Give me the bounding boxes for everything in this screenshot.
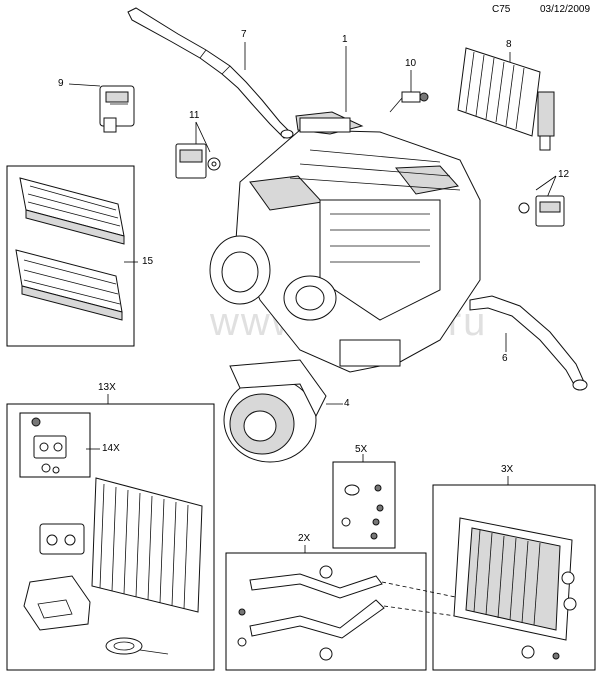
cabin-filter-part (15, 177, 125, 321)
callout-11: 11 (189, 110, 200, 121)
leader-lines (68, 42, 557, 553)
hardware-kit-part (341, 484, 384, 540)
callout-4: 4 (344, 398, 350, 409)
blower-fan-part (223, 359, 327, 463)
diagram-date: 03/12/2009 (540, 4, 591, 15)
callout-9: 9 (58, 78, 64, 89)
temperature-sensor-part (389, 91, 429, 113)
callout-6: 6 (502, 353, 508, 364)
diagram-code: C75 (492, 4, 511, 15)
filter-group-box (6, 165, 135, 347)
expansion-valve-group-box (19, 412, 91, 478)
actuator-part (175, 143, 221, 179)
heater-core-group-box (432, 484, 596, 671)
sensor-part (99, 85, 135, 133)
callout-2x: 2X (298, 533, 311, 544)
heater-core-part (453, 517, 577, 660)
callout-3x: 3X (501, 464, 514, 475)
evaporator-part (23, 477, 203, 655)
heater-element-part (457, 47, 555, 151)
small-actuator-part (518, 195, 565, 227)
callout-1: 1 (342, 34, 348, 45)
callout-12: 12 (558, 169, 570, 180)
callout-15: 15 (142, 256, 154, 267)
evaporator-group-box (6, 403, 215, 671)
callout-10: 10 (405, 58, 417, 69)
drain-hose-part (127, 7, 294, 139)
condensate-pipe-part (469, 295, 588, 391)
callout-7: 7 (241, 29, 247, 40)
expansion-valve-part (31, 417, 67, 474)
hardware-group-box (332, 461, 396, 549)
callout-13x: 13X (98, 382, 116, 393)
hvac-housing-part (209, 111, 481, 373)
callout-5x: 5X (355, 444, 368, 455)
callout-8: 8 (506, 39, 512, 50)
callout-14x: 14X (102, 443, 120, 454)
heater-pipes-part (237, 565, 471, 661)
